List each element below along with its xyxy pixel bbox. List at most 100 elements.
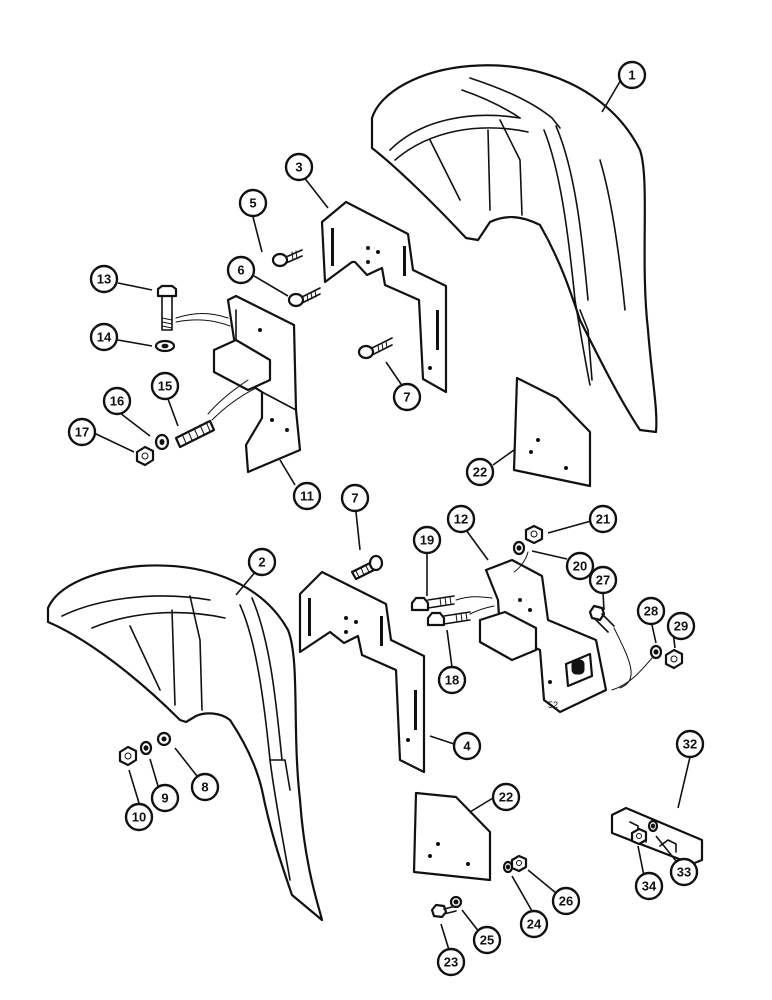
callout-17: 17 bbox=[67, 417, 97, 447]
callout-19: 19 bbox=[412, 525, 442, 555]
callout-label: 33 bbox=[677, 865, 691, 880]
callout-9: 9 bbox=[150, 783, 180, 813]
bolt-7-lower bbox=[350, 554, 384, 581]
callout-label: 10 bbox=[132, 810, 146, 825]
callout-8: 8 bbox=[190, 772, 220, 802]
callout-3: 3 bbox=[284, 152, 314, 182]
callout-26: 26 bbox=[551, 886, 581, 916]
callout-label: 13 bbox=[97, 272, 111, 287]
nut-29 bbox=[664, 648, 684, 670]
callout-10: 10 bbox=[124, 802, 154, 832]
callout-25: 25 bbox=[472, 925, 502, 955]
callout-label: 17 bbox=[75, 425, 89, 440]
washer-33 bbox=[647, 819, 659, 833]
bolt-18 bbox=[426, 611, 471, 627]
callout-label: 7 bbox=[351, 491, 358, 506]
callout-28: 28 bbox=[636, 596, 666, 626]
bolt-13 bbox=[156, 284, 178, 331]
bolt-6 bbox=[287, 287, 321, 308]
callout-label: 19 bbox=[420, 533, 434, 548]
callout-label: 18 bbox=[445, 673, 459, 688]
plate-lower bbox=[298, 570, 426, 774]
callout-label: 16 bbox=[110, 394, 124, 409]
nut-21 bbox=[524, 524, 544, 545]
washer-8 bbox=[156, 731, 172, 747]
bracket-right: 52 bbox=[478, 558, 608, 714]
callout-label: 7 bbox=[403, 390, 410, 405]
callout-label: 8 bbox=[201, 780, 208, 795]
plate-22-lower bbox=[412, 791, 492, 882]
plate-22-upper bbox=[512, 376, 592, 488]
callout-label: 26 bbox=[559, 894, 573, 909]
bolt-5 bbox=[271, 249, 303, 268]
nut-34 bbox=[630, 827, 648, 846]
callout-6: 6 bbox=[226, 255, 256, 285]
callout-23: 23 bbox=[436, 947, 466, 977]
callout-label: 3 bbox=[295, 160, 302, 175]
callout-label: 9 bbox=[161, 791, 168, 806]
callout-18: 18 bbox=[437, 665, 467, 695]
callout-27: 27 bbox=[588, 565, 618, 595]
stud-15 bbox=[174, 419, 216, 449]
washer-24 bbox=[502, 860, 514, 874]
washer-28 bbox=[649, 644, 663, 660]
nut-17 bbox=[135, 445, 155, 467]
nut-26 bbox=[510, 854, 528, 873]
callout-label: 6 bbox=[237, 263, 244, 278]
callout-label: 2 bbox=[258, 555, 265, 570]
plate-upper bbox=[320, 200, 448, 394]
callout-label: 22 bbox=[473, 465, 487, 480]
callout-label: 4 bbox=[463, 739, 471, 754]
callout-15: 15 bbox=[150, 371, 180, 401]
callout-label: 27 bbox=[596, 573, 610, 588]
washer-25 bbox=[449, 895, 463, 909]
callout-7-lower: 7 bbox=[340, 483, 370, 513]
callout-22-upper: 22 bbox=[465, 457, 495, 487]
callout-label: 11 bbox=[300, 489, 314, 504]
callout-label: 1 bbox=[628, 68, 635, 83]
fender-right bbox=[370, 64, 658, 434]
callout-33: 33 bbox=[669, 857, 699, 887]
callout-label: 22 bbox=[499, 790, 513, 805]
nut-10 bbox=[118, 745, 138, 767]
callout-12: 12 bbox=[446, 504, 476, 534]
callout-label: 24 bbox=[527, 917, 542, 932]
callout-label: 5 bbox=[249, 196, 256, 211]
callout-label: 21 bbox=[596, 512, 610, 527]
callout-label: 20 bbox=[573, 559, 587, 574]
callout-label: 23 bbox=[444, 955, 458, 970]
bolt-7-upper bbox=[357, 337, 393, 360]
callout-32: 32 bbox=[675, 729, 705, 759]
bracket-left bbox=[212, 294, 302, 474]
callout-7-upper: 7 bbox=[392, 382, 422, 412]
callout-label: 28 bbox=[644, 604, 658, 619]
callout-24: 24 bbox=[519, 909, 549, 939]
callout-14: 14 bbox=[89, 322, 119, 352]
connector-lines bbox=[175, 313, 653, 691]
callout-label: 34 bbox=[642, 879, 657, 894]
callout-5: 5 bbox=[238, 188, 268, 218]
bracket-marking: 52 bbox=[548, 700, 558, 710]
bolt-23 bbox=[430, 903, 457, 919]
callout-1: 1 bbox=[617, 60, 647, 90]
callout-label: 29 bbox=[674, 619, 688, 634]
callout-13: 13 bbox=[89, 264, 119, 294]
callout-22-lower: 22 bbox=[491, 782, 521, 812]
callout-29: 29 bbox=[666, 611, 696, 641]
callout-20: 20 bbox=[565, 551, 595, 581]
callout-2: 2 bbox=[247, 547, 277, 577]
callout-34: 34 bbox=[634, 871, 664, 901]
washer-16 bbox=[154, 433, 170, 451]
callout-11: 11 bbox=[292, 481, 322, 511]
callout-label: 32 bbox=[683, 737, 697, 752]
callout-21: 21 bbox=[588, 504, 618, 534]
washer-9 bbox=[139, 740, 153, 756]
callout-16: 16 bbox=[102, 386, 132, 416]
fender-left bbox=[46, 564, 324, 922]
callout-label: 12 bbox=[454, 512, 468, 527]
callout-label: 15 bbox=[158, 379, 172, 394]
bolt-27 bbox=[588, 604, 615, 633]
washer-20 bbox=[512, 540, 526, 556]
callout-label: 14 bbox=[97, 330, 112, 345]
